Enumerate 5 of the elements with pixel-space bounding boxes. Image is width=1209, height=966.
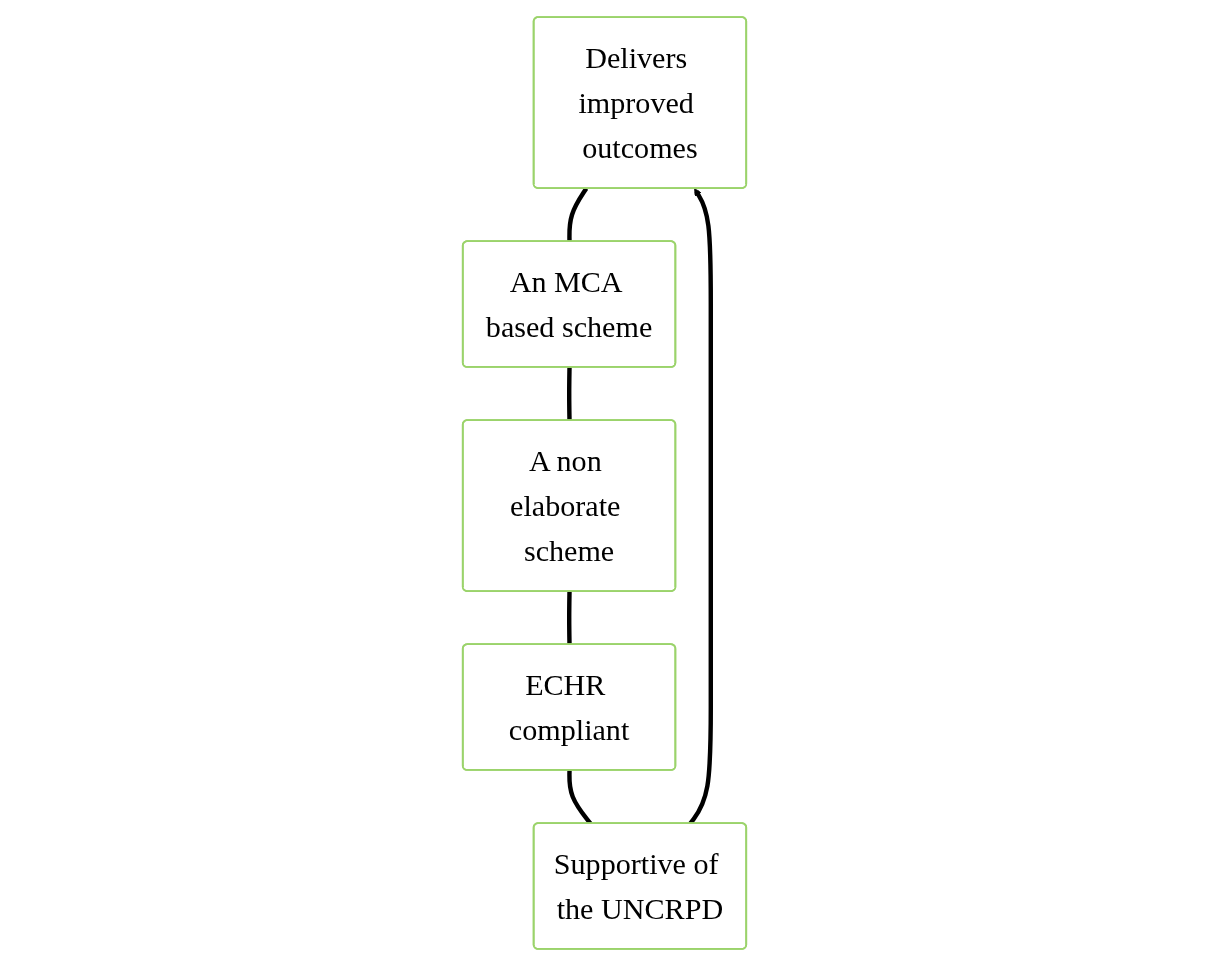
connector: [567, 591, 572, 645]
connector: [567, 187, 589, 242]
connector: [567, 770, 593, 825]
connector: [567, 367, 572, 421]
arrow: [688, 188, 713, 825]
